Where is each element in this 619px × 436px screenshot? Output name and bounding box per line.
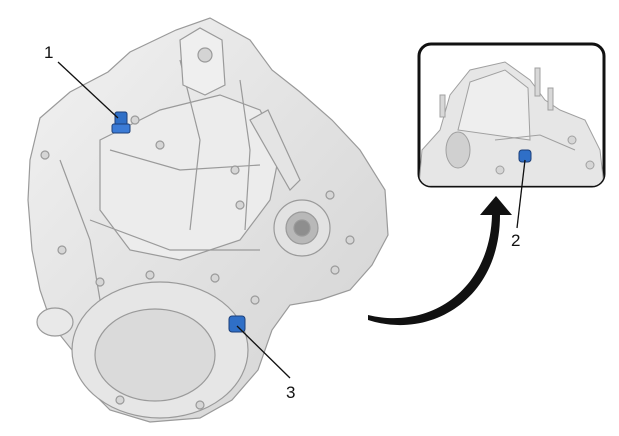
bolt <box>230 165 240 175</box>
bolt <box>345 235 355 245</box>
inset-bore <box>445 131 471 169</box>
part-1-filler-plug <box>111 111 131 134</box>
selector-lever <box>249 109 301 191</box>
callout-number-2: 2 <box>511 231 520 250</box>
inset-bolt <box>585 160 595 170</box>
bolt <box>95 277 105 287</box>
leader-line-1 <box>57 61 119 119</box>
bolt <box>40 150 50 160</box>
inset-stud-3 <box>547 87 554 111</box>
bolt <box>115 395 125 405</box>
bolt <box>57 245 67 255</box>
bolt <box>130 115 140 125</box>
plug-1-head <box>111 123 131 134</box>
bolt <box>195 400 205 410</box>
callout-number-1: 1 <box>44 43 53 62</box>
bolt <box>145 270 155 280</box>
bolt <box>210 273 220 283</box>
rib-2 <box>239 79 251 231</box>
inset-bolt <box>495 165 505 175</box>
inset-detail-view <box>417 42 606 188</box>
casing-bolts <box>40 115 355 410</box>
left-boss <box>36 307 74 337</box>
inset-stud-2 <box>534 67 541 97</box>
bolt <box>325 190 335 200</box>
gearbox-housing-illustration <box>27 17 389 423</box>
tower-hole <box>197 47 213 63</box>
bolt <box>155 140 165 150</box>
inset-bolt <box>567 135 577 145</box>
leader-line-2 <box>516 159 526 229</box>
inset-stud-1 <box>439 94 446 118</box>
output-bore <box>293 219 311 237</box>
part-3-drain-plug <box>228 315 246 333</box>
bolt <box>330 265 340 275</box>
inset-rib <box>494 134 576 151</box>
leader-line-3 <box>236 325 291 379</box>
rib-4 <box>89 219 260 251</box>
bolt <box>250 295 260 305</box>
callout-number-3: 3 <box>286 383 295 402</box>
upper-casing <box>99 94 281 261</box>
bell-housing-inner <box>94 308 216 402</box>
curved-arrow-icon <box>368 196 512 326</box>
inset-arch <box>457 69 531 141</box>
bolt <box>235 200 245 210</box>
plug-3-body <box>228 315 246 333</box>
arrow-body <box>368 196 512 326</box>
